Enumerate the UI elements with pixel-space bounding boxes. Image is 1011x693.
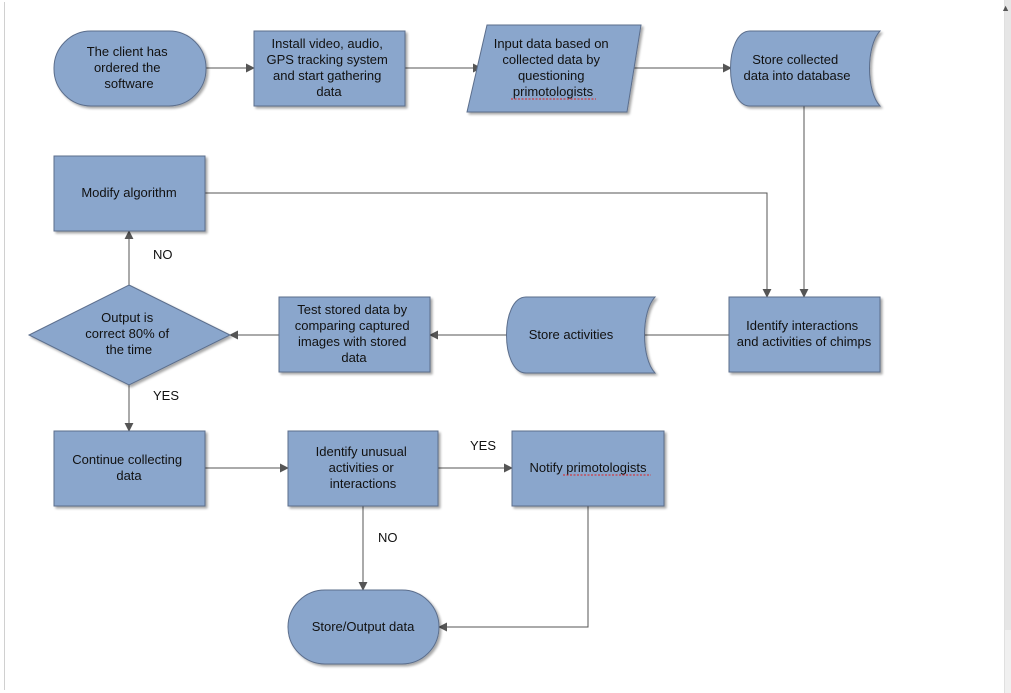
input-label: Input data based on collected data by qu… <box>494 36 613 99</box>
identify-unusual-label: Identify unusual activities or interacti… <box>316 444 411 491</box>
edge-label-unusual-yes: YES <box>470 438 496 453</box>
process-test <box>278 296 431 373</box>
decision-output <box>27 284 232 386</box>
process-identify-unusual <box>287 430 439 507</box>
edge-label-decision-yes: YES <box>153 388 179 403</box>
continue-label: Continue collecting data <box>72 452 185 483</box>
terminator-store-output <box>287 589 440 665</box>
edge-label-unusual-no: NO <box>378 530 398 545</box>
decision-label: Output is correct 80% of the time <box>85 310 172 357</box>
nodes <box>27 24 882 665</box>
scrollbar-thumb[interactable] <box>1005 0 1011 630</box>
edge-label-decision-no: NO <box>153 247 173 262</box>
start-label: The client has ordered the software <box>87 44 172 91</box>
stored-data-activities <box>506 296 657 374</box>
process-identify-interactions <box>728 296 881 373</box>
connectors <box>124 63 809 632</box>
stored-data-collected <box>730 30 882 107</box>
vertical-scrollbar[interactable]: ▲ <box>1001 0 1011 693</box>
node-labels: The client has ordered the software Inst… <box>72 36 871 634</box>
notify-label: Notify primotologists <box>529 460 647 475</box>
data-input <box>466 24 642 113</box>
edge-modify-to-identify <box>205 192 772 298</box>
process-modify <box>53 155 206 232</box>
scroll-up-arrow-icon[interactable]: ▲ <box>1001 3 1010 13</box>
install-label: Install video, audio, GPS tracking syste… <box>267 36 392 99</box>
process-install <box>253 30 406 107</box>
edge-labels: NO YES YES NO <box>153 247 496 545</box>
modify-label: Modify algorithm <box>81 185 176 200</box>
terminator-start <box>53 30 207 107</box>
process-continue <box>53 430 206 507</box>
process-notify <box>511 430 665 507</box>
test-label: Test stored data by comparing captured i… <box>295 302 414 365</box>
store-activities-label: Store activities <box>529 327 614 342</box>
store-output-label: Store/Output data <box>312 619 415 634</box>
store-collected-label: Store collected data into database <box>744 52 851 83</box>
identify-interactions-label: Identify interactions and activities of … <box>737 318 872 349</box>
edge-notify-to-store-output <box>438 506 589 632</box>
